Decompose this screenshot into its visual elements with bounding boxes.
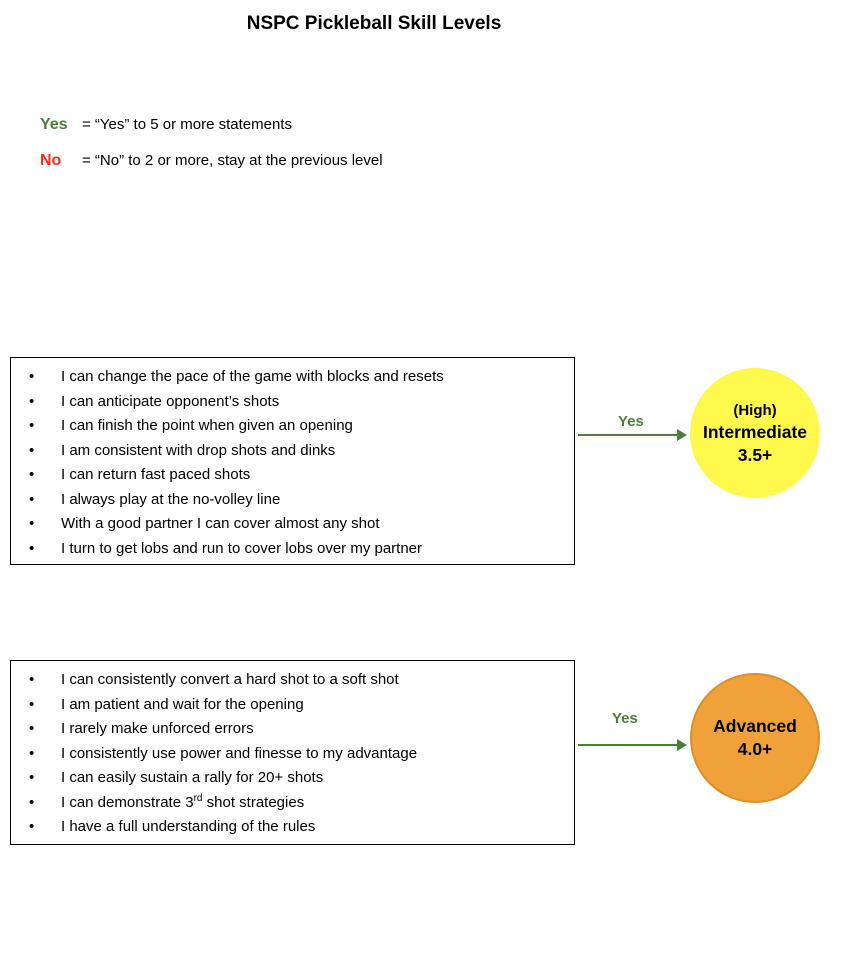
yes-arrow-intermediate-icon [578,429,687,441]
ordinal-superscript: rd [193,792,203,804]
legend-no-text: = “No” to 2 or more, stay at the previou… [82,152,383,169]
yes-arrow-advanced-icon [578,739,687,751]
list-item: I rarely make unforced errors [29,717,568,742]
statement-box-advanced: I can consistently convert a hard shot t… [10,660,575,845]
result-circle-intermediate: (High) Intermediate 3.5+ [690,368,820,498]
legend-yes-row: Yes = “Yes” to 5 or more statements [40,116,292,134]
result-circle-advanced: Advanced 4.0+ [690,673,820,803]
list-item: I can finish the point when given an ope… [29,414,568,439]
list-item: I am patient and wait for the opening [29,693,568,718]
list-item: I turn to get lobs and run to cover lobs… [29,537,568,562]
list-item: I have a full understanding of the rules [29,815,568,840]
legend-yes-key: Yes [40,116,68,133]
statement-list-advanced: I can consistently convert a hard shot t… [11,661,574,840]
legend-no-row: No = “No” to 2 or more, stay at the prev… [40,152,383,170]
page-title: NSPC Pickleball Skill Levels [246,13,502,34]
statement-box-intermediate: I can change the pace of the game with b… [10,357,575,565]
result-line-level-name: Advanced [713,716,797,736]
list-item-text: shot strategies [202,793,305,811]
arrow-label-yes-advanced: Yes [612,710,638,727]
list-item: I am consistent with drop shots and dink… [29,439,568,464]
list-item: I can change the pace of the game with b… [29,365,568,390]
list-item-text: I can demonstrate 3 [61,793,194,811]
result-line-high: (High) [733,401,777,419]
list-item: I can easily sustain a rally for 20+ sho… [29,766,568,791]
result-line-rating: 4.0+ [737,739,773,759]
list-item: With a good partner I can cover almost a… [29,512,568,537]
list-item: I consistently use power and finesse to … [29,742,568,767]
arrow-label-yes-intermediate: Yes [618,413,644,430]
statement-list-intermediate: I can change the pace of the game with b… [11,358,574,561]
list-item: I can anticipate opponent’s shots [29,390,568,415]
result-line-level-name: Intermediate [702,421,808,442]
list-item: I can consistently convert a hard shot t… [29,668,568,693]
legend-yes-text: = “Yes” to 5 or more statements [82,116,292,133]
list-item: I can return fast paced shots [29,463,568,488]
list-item: I always play at the no-volley line [29,488,568,513]
list-item: I can demonstrate 3rd shot strategies [29,791,568,816]
result-line-rating: 3.5+ [737,444,773,465]
legend-no-key: No [40,152,62,169]
